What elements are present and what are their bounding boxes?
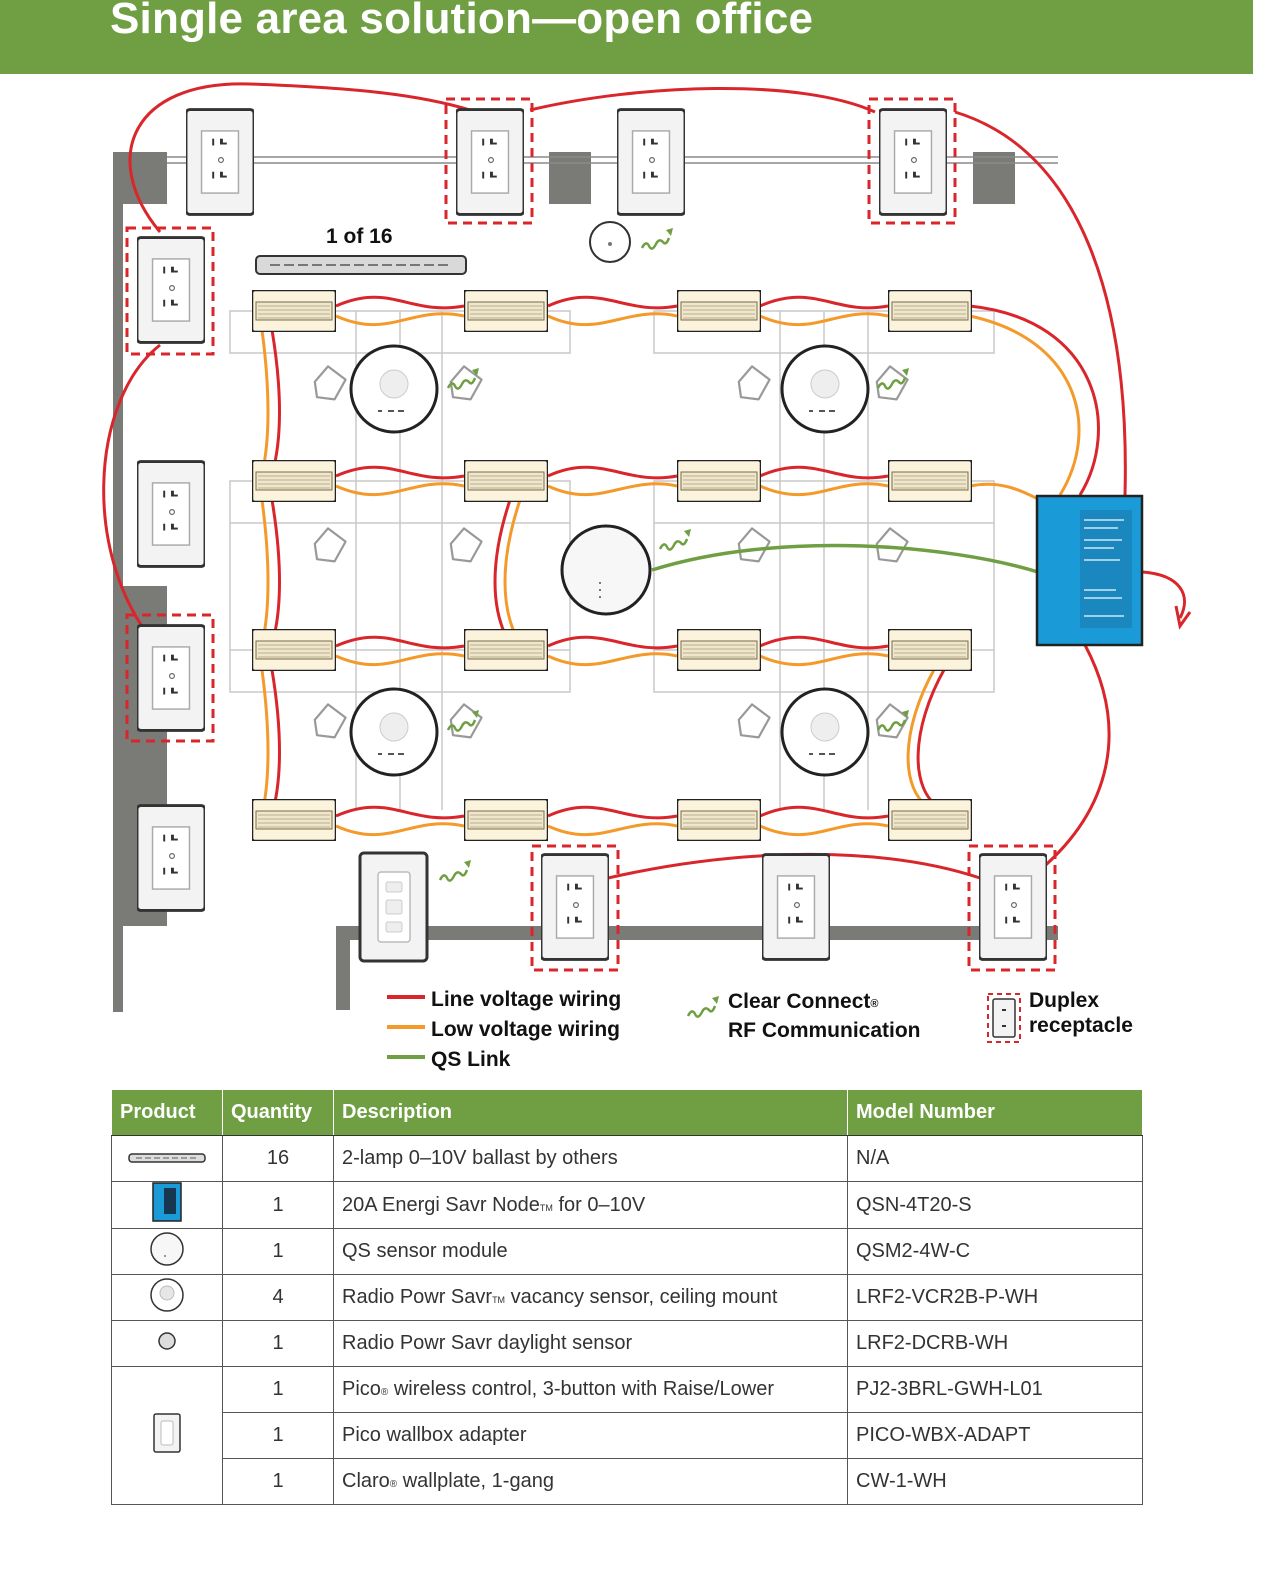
duplex-highlights [125, 97, 1057, 972]
receptacle-left-1 [137, 236, 205, 344]
quantity-cell: 1 [222, 1228, 334, 1275]
table-row: 1 QS sensor module QSM2-4W-C [111, 1228, 1143, 1275]
legend-rf-line2: RF Communication [728, 1019, 921, 1042]
column-model: Model Number [847, 1089, 1143, 1136]
model-cell: QSN-4T20-S [847, 1181, 1143, 1229]
receptacle-top-1 [186, 108, 254, 216]
column-description: Description [333, 1089, 848, 1136]
receptacle-top-2 [456, 108, 524, 216]
pico-control-icon [153, 1412, 181, 1453]
table-header-row: Product Quantity Description Model Numbe… [111, 1089, 1143, 1136]
receptacle-top-3 [617, 108, 685, 216]
receptacle-top-4 [879, 108, 947, 216]
table-row: 1 Pico wallbox adapter PICO-WBX-ADAPT [112, 1412, 1143, 1459]
quantity-cell: 1 [222, 1366, 334, 1413]
wiring-diagram: 1 of 16 [102, 82, 1192, 1071]
daylight-sensor-icon [589, 221, 631, 263]
model-cell: LRF2-DCRB-WH [847, 1320, 1143, 1367]
model-cell: LRF2-VCR2B-P-WH [847, 1274, 1143, 1321]
line-voltage-wiring [102, 82, 1192, 880]
column-quantity: Quantity [222, 1089, 334, 1136]
vacancy-sensor-icon [349, 687, 439, 777]
legend-rf-line1: Clear Connect® [728, 990, 878, 1013]
page-header: Single area solution—open office [0, 0, 1253, 74]
pico-control-icon [358, 851, 429, 963]
duplex-legend-icon [987, 993, 1021, 1043]
description-cell: Pico® wireless control, 3-button with Ra… [333, 1366, 848, 1413]
receptacle-left-3 [137, 624, 205, 732]
receptacle-bottom-3 [979, 853, 1047, 961]
receptacle-bottom-1 [541, 853, 609, 961]
qs-link-wiring [651, 543, 1039, 574]
ballast-count-label: 1 of 16 [326, 225, 393, 248]
ballast-icon [128, 1153, 206, 1163]
description-cell: 20A Energi Savr NodeTM for 0–10V [333, 1181, 848, 1229]
vacancy-sensor-icon [150, 1277, 184, 1312]
product-cell [111, 1320, 223, 1367]
quantity-cell: 1 [222, 1412, 334, 1459]
description-cell: Radio Powr Savr daylight sensor [333, 1320, 848, 1367]
model-cell: PICO-WBX-ADAPT [847, 1412, 1143, 1459]
ballast-icon [255, 255, 467, 275]
product-cell [111, 1274, 223, 1321]
receptacle-bottom-2 [762, 853, 830, 961]
description-cell: QS sensor module [333, 1228, 848, 1275]
vacancy-sensor-icon [780, 344, 870, 434]
vacancy-sensor-icon [349, 344, 439, 434]
legend-qs-link: QS Link [431, 1048, 511, 1071]
quantity-cell: 4 [222, 1274, 334, 1321]
description-cell: 2-lamp 0–10V ballast by others [333, 1135, 848, 1182]
vacancy-sensors [349, 344, 870, 777]
model-cell: QSM2-4W-C [847, 1228, 1143, 1275]
page-title: Single area solution—open office [110, 0, 814, 43]
daylight-sensor-icon [158, 1331, 176, 1350]
column-product: Product [111, 1089, 223, 1136]
product-cell [111, 1366, 223, 1505]
rf-legend-icon [686, 994, 720, 1018]
product-cell [111, 1135, 223, 1182]
legend: Line voltage wiring Low voltage wiring Q… [387, 988, 1133, 1071]
legend-duplex-line1: Duplex [1029, 989, 1099, 1012]
product-cell [111, 1181, 223, 1229]
model-cell: CW-1-WH [847, 1458, 1143, 1505]
model-cell: PJ2-3BRL-GWH-L01 [847, 1366, 1143, 1413]
legend-line-voltage: Line voltage wiring [431, 988, 621, 1011]
receptacle-left-4 [137, 804, 205, 912]
description-cell: Claro® wallplate, 1-gang [333, 1458, 848, 1505]
model-cell: N/A [847, 1135, 1143, 1182]
vacancy-sensor-icon [780, 687, 870, 777]
legend-duplex-line2: receptacle [1029, 1014, 1133, 1037]
description-cell: Pico wallbox adapter [333, 1412, 848, 1459]
table-row: 1 Radio Powr Savr daylight sensor LRF2-D… [111, 1320, 1143, 1367]
receptacle-left-2 [137, 460, 205, 568]
table-row: 1 20A Energi Savr NodeTM for 0–10V QSN-4… [111, 1181, 1143, 1229]
table-row: 16 2-lamp 0–10V ballast by others N/A [111, 1135, 1143, 1182]
quantity-cell: 16 [222, 1135, 334, 1182]
qs-sensor-module-icon [150, 1231, 184, 1266]
quantity-cell: 1 [222, 1320, 334, 1367]
quantity-cell: 1 [222, 1181, 334, 1229]
table-row: 4 Radio Powr SavrTM vacancy sensor, ceil… [111, 1274, 1143, 1321]
legend-low-voltage: Low voltage wiring [431, 1018, 620, 1041]
table-row: 1 Pico® wireless control, 3-button with … [111, 1366, 1143, 1505]
qs-sensor-module-icon [560, 524, 652, 616]
quantity-cell: 1 [222, 1458, 334, 1505]
energi-savr-node-icon [1035, 494, 1144, 647]
product-table: Product Quantity Description Model Numbe… [111, 1089, 1143, 1505]
table-row: 1 Claro® wallplate, 1-gang CW-1-WH [112, 1458, 1143, 1505]
description-cell: Radio Powr SavrTM vacancy sensor, ceilin… [333, 1274, 848, 1321]
energi-savr-node-icon [152, 1182, 182, 1222]
product-cell [111, 1228, 223, 1275]
